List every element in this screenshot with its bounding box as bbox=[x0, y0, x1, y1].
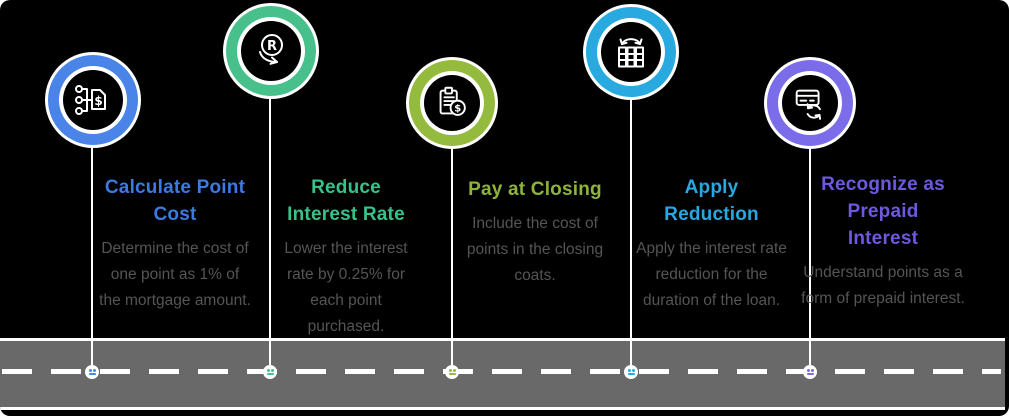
step-title: Calculate Point Cost bbox=[104, 177, 246, 225]
connector-line bbox=[269, 98, 271, 372]
rate-reduction-arrow-icon: R bbox=[259, 34, 283, 65]
step-title: Pay at Closing bbox=[468, 179, 602, 200]
step-circle: $ bbox=[45, 52, 141, 148]
step-circle: R bbox=[223, 3, 319, 99]
road-marker bbox=[445, 365, 459, 379]
step-description: Include the cost of points in the closin… bbox=[466, 215, 604, 284]
step-circle bbox=[764, 57, 856, 149]
road-marker bbox=[263, 365, 277, 379]
marker-glyph bbox=[448, 369, 456, 372]
step-circle bbox=[583, 4, 679, 100]
flow-document-dollar-icon: $ bbox=[75, 85, 106, 115]
svg-text:$: $ bbox=[454, 104, 461, 115]
road-marker bbox=[624, 365, 638, 379]
step-description: Determine the cost of one point as 1% of… bbox=[99, 240, 251, 309]
road-marker bbox=[85, 365, 99, 379]
road-center-dashed-line bbox=[2, 369, 1001, 374]
svg-text:R: R bbox=[267, 39, 277, 54]
road-marker bbox=[803, 365, 817, 379]
columns-spread-arrow-icon bbox=[618, 38, 644, 68]
road bbox=[0, 338, 1005, 410]
svg-text:$: $ bbox=[94, 94, 102, 108]
marker-glyph bbox=[266, 369, 274, 372]
step-title: Reduce Interest Rate bbox=[287, 177, 405, 225]
marker-glyph bbox=[627, 369, 635, 372]
step-description: Understand points as a form of prepaid i… bbox=[801, 264, 965, 307]
step-description: Apply the interest rate reduction for th… bbox=[636, 240, 787, 309]
connector-line bbox=[451, 148, 453, 372]
connector-line bbox=[91, 147, 93, 372]
card-refresh-icon bbox=[795, 89, 822, 120]
clipboard-dollar-icon: $ bbox=[439, 86, 466, 116]
step-title: Apply Reduction bbox=[664, 177, 759, 225]
step-circle: $ bbox=[406, 57, 498, 149]
connector-line bbox=[630, 99, 632, 372]
step-title: Recognize as Prepaid Interest bbox=[821, 174, 945, 249]
marker-glyph bbox=[88, 369, 96, 372]
step-description: Lower the interest rate by 0.25% for eac… bbox=[284, 240, 408, 335]
connector-line bbox=[809, 148, 811, 372]
marker-glyph bbox=[806, 369, 814, 372]
